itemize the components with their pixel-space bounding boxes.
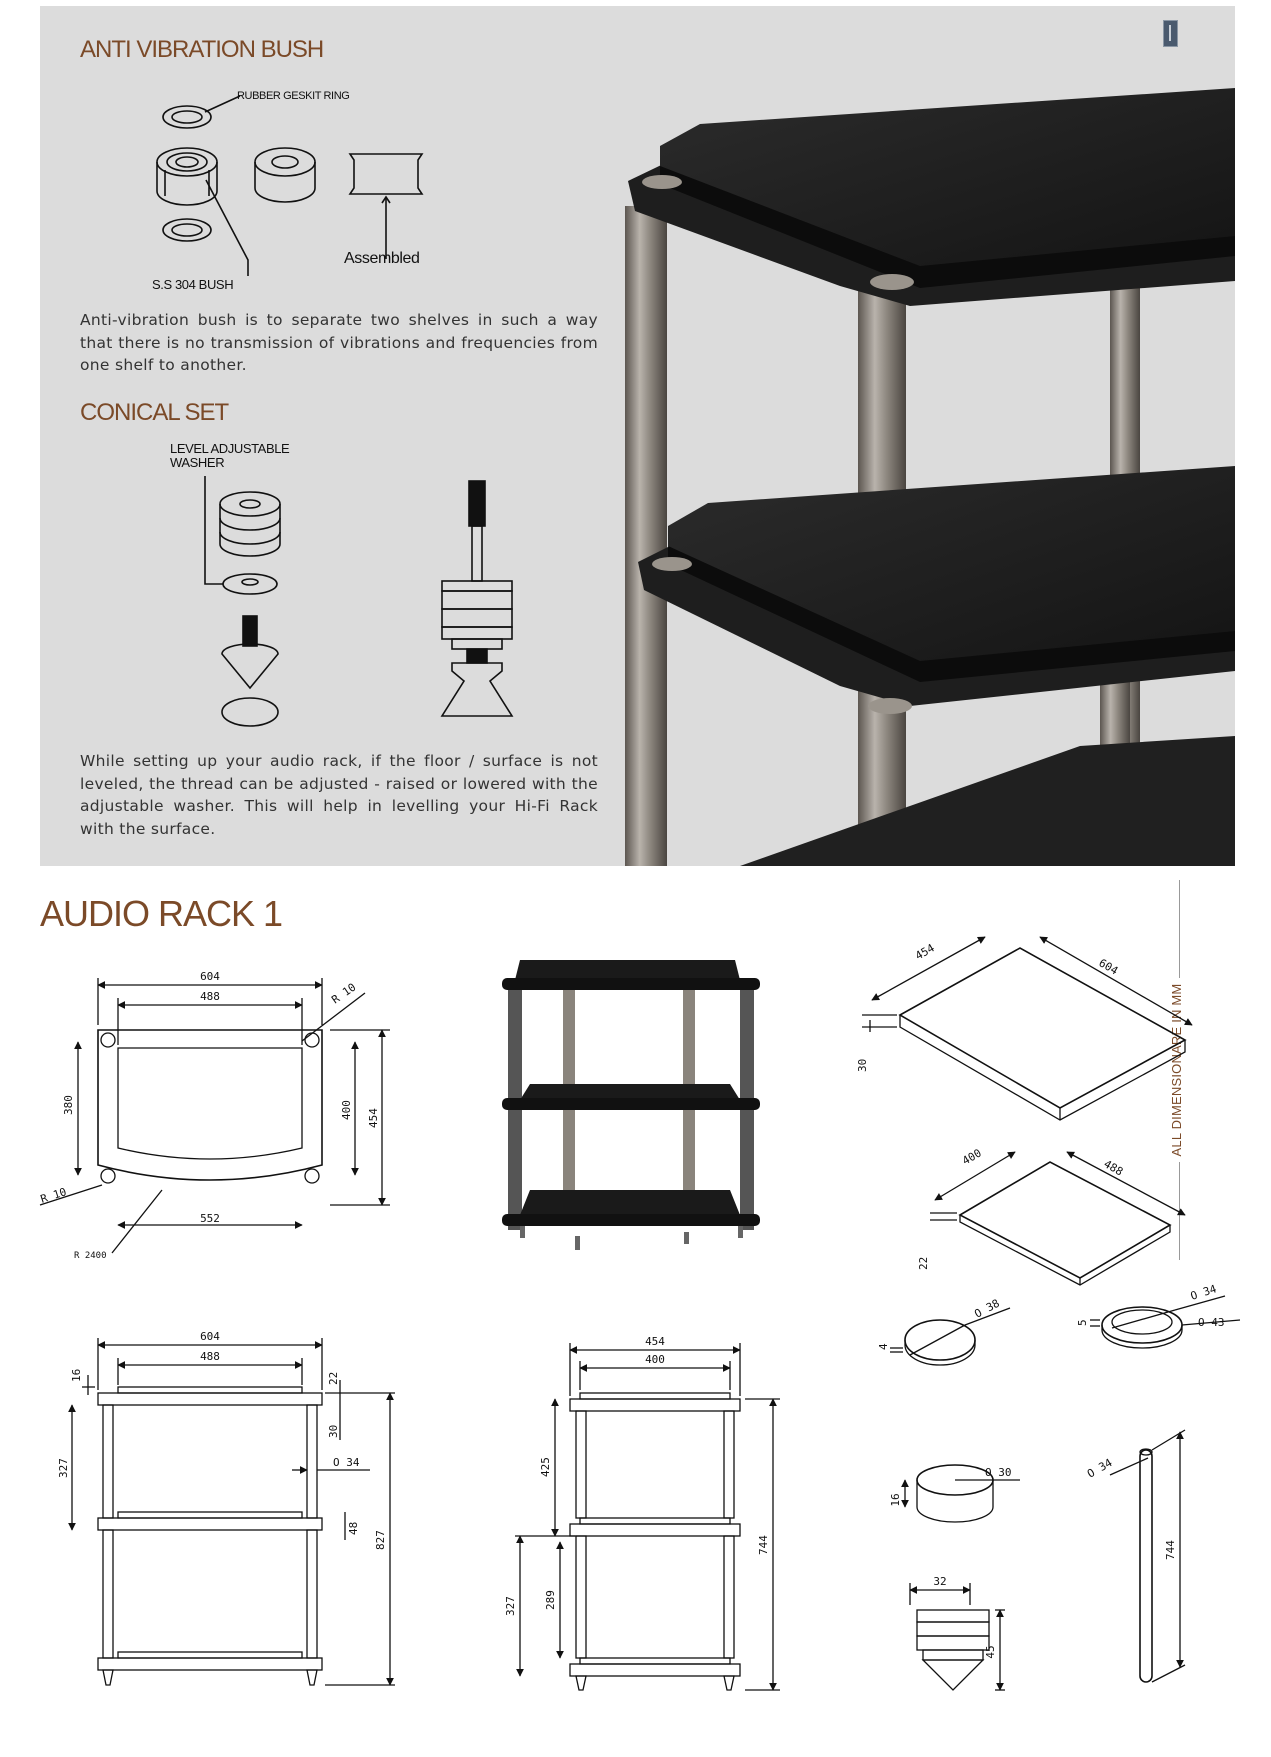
side-upper: 425 <box>539 1457 552 1477</box>
dimension-labels: 604 488 R 10 R 10 380 400 454 552 R 2400… <box>39 941 1225 1658</box>
conical-set-heading: CONICAL SET <box>80 399 229 426</box>
large-shelf-depth: 454 <box>913 941 937 962</box>
cap-diameter: O 30 <box>985 1466 1012 1479</box>
side-view-drawing <box>515 1343 780 1691</box>
bush-label: S.S 304 BUSH <box>152 277 234 292</box>
audio-rack-heading: AUDIO RACK 1 <box>40 893 283 934</box>
rack-illustration <box>502 960 760 1250</box>
small-shelf-thickness: 22 <box>917 1257 930 1270</box>
cap-thickness: 16 <box>889 1493 902 1506</box>
ring-drawing <box>1090 1295 1241 1349</box>
rubber-ring-label: RUBBER GESKIT RING <box>237 90 350 102</box>
ring-thickness: 5 <box>1076 1319 1089 1326</box>
top-radius-lower: R 10 <box>39 1185 68 1206</box>
large-shelf-thickness: 30 <box>856 1059 869 1072</box>
pillar-drawing <box>1109 1429 1186 1683</box>
top-curve-radius: R 2400 <box>74 1251 107 1261</box>
assembled-label: Assembled <box>344 250 420 267</box>
front-width-inner: 488 <box>200 1350 220 1363</box>
front-gap: 327 <box>57 1458 70 1478</box>
side-height: 744 <box>757 1535 770 1555</box>
top-view-drawing <box>39 978 390 1254</box>
side-lower-outer: 327 <box>504 1596 517 1616</box>
front-pillar-diameter: O 34 <box>333 1456 360 1469</box>
rack-photo <box>625 88 1235 866</box>
cone-width: 32 <box>933 1575 946 1588</box>
front-mid: 48 <box>347 1522 360 1535</box>
top-height-inner: 380 <box>62 1095 75 1115</box>
side-lower-inner: 289 <box>544 1590 557 1610</box>
front-top-thickness: 22 <box>327 1372 340 1385</box>
bush-diagram <box>156 95 424 276</box>
large-shelf-drawing <box>862 936 1193 1121</box>
cone-height: 45 <box>984 1645 997 1658</box>
small-shelf-drawing <box>930 1151 1186 1286</box>
front-top-gap: 16 <box>70 1369 83 1382</box>
top-radius-upper: R 10 <box>329 981 358 1007</box>
conical-description: While setting up your audio rack, if the… <box>80 752 598 838</box>
disc-thickness: 4 <box>877 1343 890 1350</box>
top-height-outer: 454 <box>367 1108 380 1128</box>
front-shelf-thickness: 30 <box>327 1425 340 1438</box>
disc-drawing <box>890 1307 1011 1366</box>
side-width-outer: 454 <box>645 1335 665 1348</box>
anti-vibration-heading: ANTI VIBRATION BUSH <box>80 36 324 63</box>
front-height: 827 <box>374 1530 387 1550</box>
anti-vibration-description: Anti-vibration bush is to separate two s… <box>80 311 598 374</box>
page-marker-icon <box>1163 20 1178 47</box>
small-shelf-width: 488 <box>1102 1157 1126 1178</box>
pillar-diameter: O 34 <box>1085 1456 1115 1481</box>
top-width-bottom: 552 <box>200 1212 220 1225</box>
feature-panel: ANTI VIBRATION BUSH RUBBER GESKIT RING S… <box>40 6 1235 866</box>
side-width-inner: 400 <box>645 1353 665 1366</box>
conical-diagram <box>204 476 514 727</box>
front-view-drawing <box>68 1338 395 1686</box>
front-width-outer: 604 <box>200 1330 220 1343</box>
small-shelf-depth: 400 <box>960 1146 984 1167</box>
pillar-length: 744 <box>1164 1540 1177 1560</box>
washer-label: LEVEL ADJUSTABLE WASHER <box>170 441 290 470</box>
ring-inner-diameter: O 34 <box>1189 1282 1219 1303</box>
top-width-inner: 488 <box>200 990 220 1003</box>
top-height-mid: 400 <box>340 1100 353 1120</box>
top-width-outer: 604 <box>200 970 220 983</box>
cap-drawing <box>901 1464 1020 1523</box>
large-shelf-width: 604 <box>1097 956 1121 977</box>
ring-outer-diameter: O 43 <box>1198 1316 1225 1329</box>
cone-drawing <box>909 1583 1005 1691</box>
